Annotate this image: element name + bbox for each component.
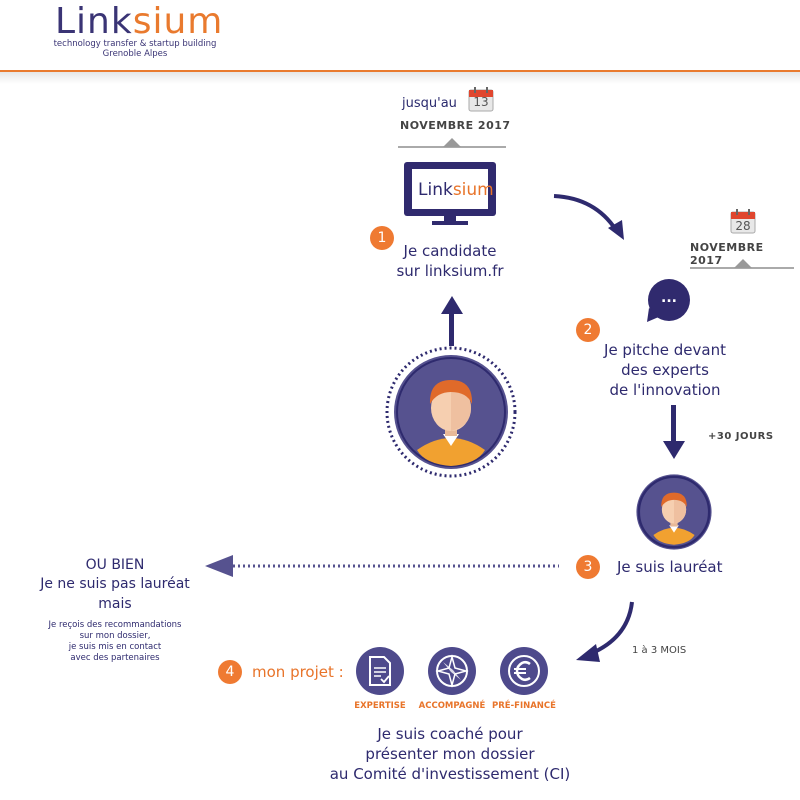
deadline1-prefix: jusqu'au — [402, 96, 457, 111]
step2-number: 2 — [576, 318, 600, 342]
calendar-icon — [468, 86, 494, 112]
screen-logo-part1: Link — [418, 180, 453, 200]
avatar-large — [385, 346, 517, 478]
arrow-avatar-to-step1 — [441, 296, 463, 346]
deadline1-line — [398, 146, 506, 148]
step4-number: 4 — [218, 660, 242, 684]
header — [0, 0, 800, 70]
deadline2-pointer — [734, 259, 752, 268]
alt-line2: mais — [98, 596, 132, 612]
screen-logo: Linksium — [418, 180, 494, 200]
service-label-expertise: EXPERTISE — [354, 701, 406, 711]
monitor-icon — [402, 160, 498, 226]
location: Grenoble Alpes — [102, 49, 168, 59]
compass-icon — [428, 647, 476, 695]
step2-line2: des experts — [621, 361, 709, 379]
alt-title: OU BIEN — [85, 557, 145, 573]
euro-icon — [500, 647, 548, 695]
document-icon — [356, 647, 404, 695]
step3-number: 3 — [576, 555, 600, 579]
step4-label: mon projet : — [252, 663, 344, 681]
deadline1-day: 13 — [473, 95, 489, 109]
step2-line3: de l'innovation — [609, 381, 721, 399]
arrow-step1-to-step2 — [553, 194, 624, 240]
arrow-to-alternative — [205, 555, 559, 577]
header-divider — [0, 70, 800, 72]
step4-line3: au Comité d'investissement (CI) — [329, 765, 571, 783]
service-label-accompagne: ACCOMPAGNÉ — [418, 701, 486, 711]
service-label-prefinance: PRÉ-FINANCÉ — [492, 701, 556, 711]
screen-logo-part2: sium — [452, 180, 494, 200]
deadline1-pointer — [443, 138, 461, 147]
step1-number: 1 — [370, 226, 394, 250]
tagline: technology transfer & startup building — [53, 39, 217, 49]
step4-line2: présenter mon dossier — [365, 745, 535, 763]
step2-line1: Je pitche devant — [604, 341, 726, 359]
speech-bubble-icon — [645, 278, 693, 324]
linksium-logo[interactable]: Linksium — [55, 2, 223, 42]
delay-months: 1 à 3 MOIS — [632, 645, 687, 656]
step1-line2: sur linksium.fr — [396, 262, 504, 280]
step1-text: Je candidate sur linksium.fr — [385, 241, 515, 281]
deadline2-day: 28 — [735, 219, 751, 233]
calendar-icon — [730, 208, 756, 234]
logo-part2: sium — [132, 1, 224, 42]
alternative-block: OU BIEN Je ne suis pas lauréat mais Je r… — [15, 556, 215, 664]
alt-detail1: Je reçois des recommandations — [48, 620, 182, 630]
deadline2-line — [690, 267, 794, 269]
delay-30-days: +30 JOURS — [708, 431, 774, 442]
avatar-small — [634, 472, 714, 552]
step4-line1: Je suis coaché pour — [377, 725, 523, 743]
arrow-step2-to-step3 — [663, 405, 685, 459]
step2-text: Je pitche devant des experts de l'innova… — [590, 340, 740, 400]
logo-tagline: technology transfer & startup building G… — [40, 39, 230, 59]
step3-label: Je suis lauréat — [617, 558, 723, 576]
header-shadow — [0, 72, 800, 84]
alt-detail3: je suis mis en contact — [68, 642, 162, 652]
step4-text: Je suis coaché pour présenter mon dossie… — [300, 724, 600, 784]
alt-detail2: sur mon dossier, — [79, 631, 151, 641]
alt-detail4: avec des partenaires — [70, 653, 160, 663]
deadline2-month: NOVEMBRE 2017 — [690, 241, 764, 267]
deadline1-month: NOVEMBRE 2017 — [400, 119, 511, 132]
arrow-step3-to-step4 — [576, 601, 634, 662]
alt-line1: Je ne suis pas lauréat — [40, 576, 190, 592]
speech-bubble-text: ... — [661, 290, 677, 306]
step1-line1: Je candidate — [403, 242, 497, 260]
logo-part1: Link — [55, 1, 133, 42]
